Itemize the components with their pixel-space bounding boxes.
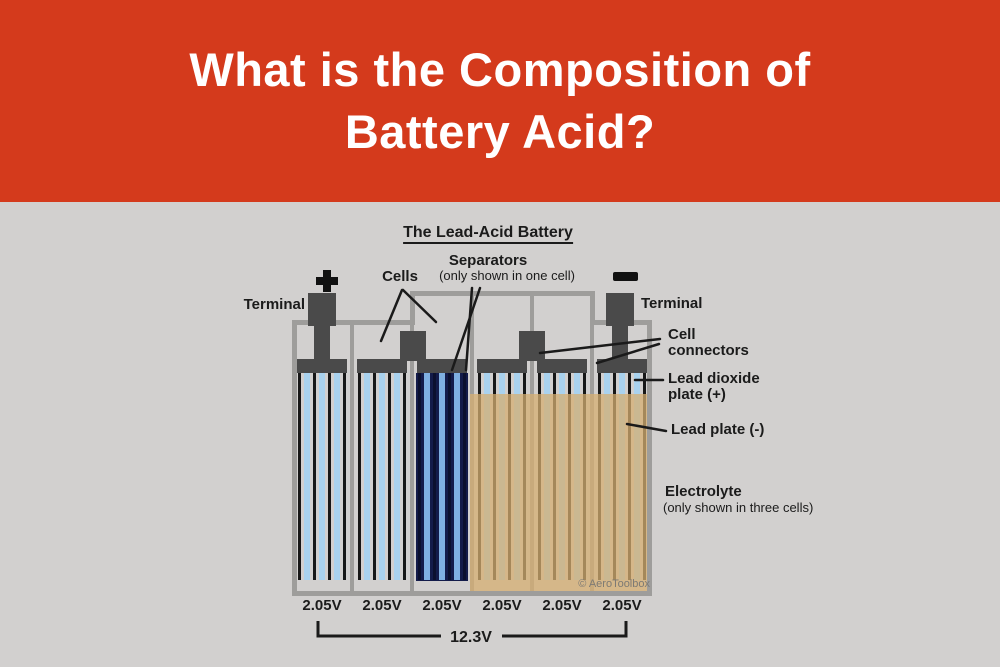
lead-plate	[418, 373, 421, 580]
label-terminal-right: Terminal	[641, 295, 703, 312]
plate-strap	[357, 359, 407, 373]
cell-voltage-label: 2.05V	[422, 597, 462, 614]
lead-dioxide-plate	[364, 373, 370, 580]
cell-voltage-label: 2.05V	[302, 597, 342, 614]
plus-icon	[316, 270, 338, 292]
total-voltage-label: 12.3V	[450, 629, 492, 646]
cell-voltage-label: 2.05V	[362, 597, 402, 614]
plate-strap	[297, 359, 347, 373]
plate-strap	[597, 359, 647, 373]
terminal-block-right	[606, 293, 634, 326]
lead-plate	[313, 373, 316, 580]
lead-dioxide-plate	[304, 373, 310, 580]
lead-plate	[373, 373, 376, 580]
lead-plate	[433, 373, 436, 580]
cell-connector	[400, 331, 426, 361]
lead-plate	[298, 373, 301, 580]
plate-strap	[537, 359, 587, 373]
lead-dioxide-plate	[439, 373, 445, 580]
label-cell-connectors: Cell connectors	[668, 326, 749, 359]
terminal-post-left	[314, 325, 330, 361]
label-separators-note: (only shown in one cell)	[439, 268, 575, 283]
cell-divider	[410, 325, 414, 591]
header-banner: What is the Composition of Battery Acid?	[0, 0, 1000, 202]
label-separators: Separators	[448, 252, 528, 269]
lead-plate	[328, 373, 331, 580]
lead-dioxide-plate	[424, 373, 430, 580]
label-terminal-left: Terminal	[243, 296, 305, 313]
label-electrolyte-note: (only shown in three cells)	[663, 500, 814, 515]
cell-voltage-label: 2.05V	[482, 597, 522, 614]
lead-plate	[448, 373, 451, 580]
cell-connector	[519, 331, 545, 361]
terminal-post-right	[612, 325, 628, 361]
label-electrolyte: Electrolyte	[665, 483, 742, 500]
watermark: © AeroToolbox	[578, 578, 650, 590]
lead-plate	[403, 373, 406, 580]
page-title-line1: What is the Composition of	[189, 43, 811, 96]
lead-plate	[358, 373, 361, 580]
lead-dioxide-plate	[379, 373, 385, 580]
lead-plate	[463, 373, 466, 580]
case-raised-top	[410, 291, 595, 325]
terminal-block-left	[308, 293, 336, 326]
cell-divider	[350, 325, 354, 591]
diagram-title: The Lead-Acid Battery	[403, 224, 573, 244]
electrolyte-fill	[470, 394, 647, 591]
plate-strap	[477, 359, 527, 373]
lead-dioxide-plate	[319, 373, 325, 580]
minus-icon	[613, 272, 638, 281]
lead-dioxide-plate	[454, 373, 460, 580]
case-top-opening	[413, 320, 591, 325]
label-lead-plate: Lead plate (-)	[671, 421, 765, 438]
page-title-line2: Battery Acid?	[344, 105, 656, 158]
label-lead-dioxide-plate: Lead dioxide plate (+)	[668, 370, 760, 403]
lead-dioxide-plate	[334, 373, 340, 580]
label-cells: Cells	[382, 268, 418, 285]
plate-strap	[417, 359, 467, 373]
cell-voltage-label: 2.05V	[542, 597, 582, 614]
lead-plate	[343, 373, 346, 580]
cell-voltage-label: 2.05V	[602, 597, 642, 614]
lead-plate	[388, 373, 391, 580]
lead-dioxide-plate	[394, 373, 400, 580]
